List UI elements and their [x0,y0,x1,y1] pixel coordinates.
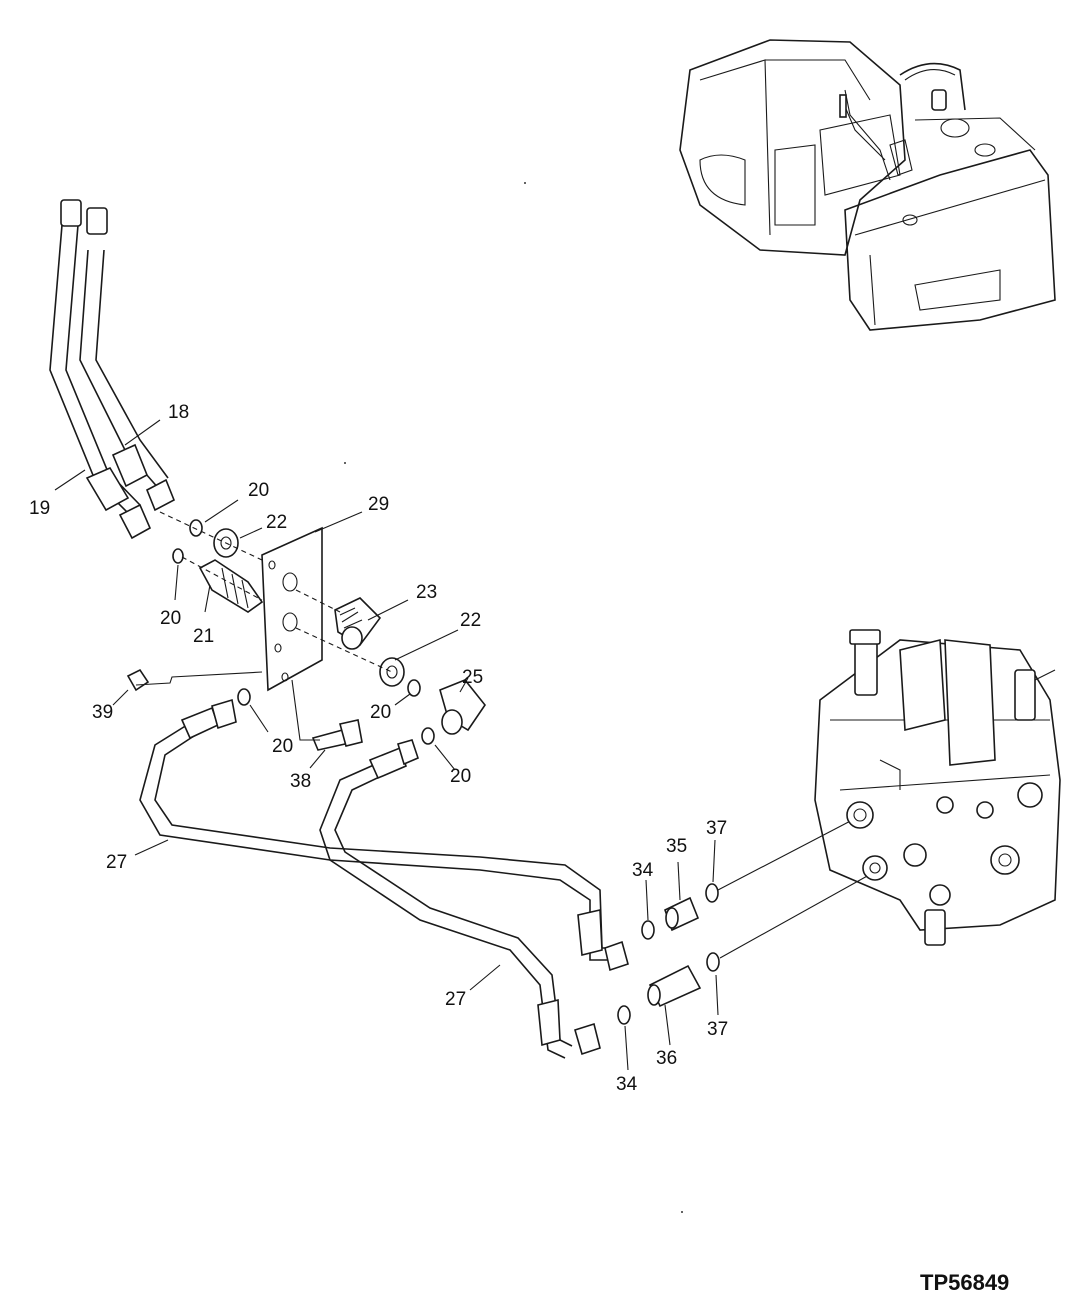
hose-27-upper [139,698,629,972]
callout-38: 38 [290,771,311,792]
callout-37-a: 37 [706,818,727,839]
callout-29: 29 [368,494,389,515]
callout-18: 18 [168,402,189,423]
callout-27-a: 27 [106,852,127,873]
callout-19: 19 [29,498,50,519]
leader-lines [54,419,719,1071]
callout-22-b: 22 [460,610,481,631]
callout-20-e: 20 [450,766,471,787]
callout-36: 36 [656,1048,677,1069]
callout-25: 25 [462,667,483,688]
assembly-lines [135,511,393,741]
callout-34-a: 34 [632,860,654,881]
control-valve-illustration [814,629,1061,946]
callout-labels: 18 19 20 22 29 20 21 23 22 25 39 20 20 2… [29,402,728,1095]
callout-35: 35 [666,836,687,857]
hose-27-lower [319,739,601,1059]
hose-19 [49,199,152,540]
callout-34-b: 34 [616,1074,638,1095]
callout-27-b: 27 [445,989,466,1010]
callout-21: 21 [193,626,214,647]
specks [344,182,683,1213]
excavator-overview-illustration [679,39,1056,331]
callout-20-b: 20 [160,608,181,629]
reference-code: TP56849 [920,1270,1009,1295]
bulkhead-plate-29 [261,526,323,692]
callout-20-d: 20 [272,736,293,757]
callout-20-a: 20 [248,480,269,501]
callout-23: 23 [416,582,437,603]
callout-37-b: 37 [707,1019,728,1040]
callout-22-a: 22 [266,512,287,533]
callout-20-c: 20 [370,702,391,723]
adapters-group [617,815,879,1025]
callout-39: 39 [92,702,113,723]
hose-18 [79,207,176,512]
